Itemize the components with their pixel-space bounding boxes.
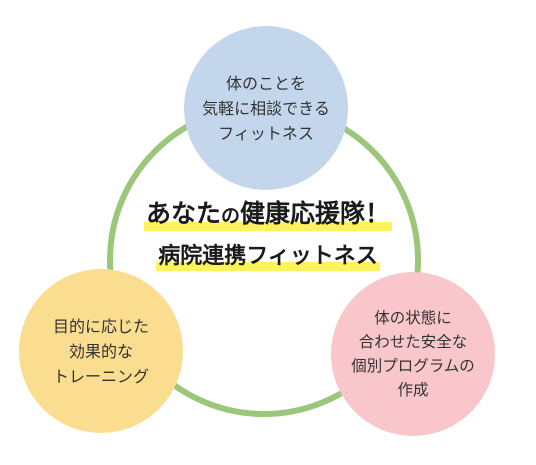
program-line-3: 個別プログラムの: [351, 357, 475, 375]
title-main-c: 健康応援隊！: [240, 199, 391, 228]
title-sub: 病院連携フィットネス: [156, 240, 380, 274]
consultation-line-2: 気軽に相談できる: [202, 98, 330, 118]
center-title: あなたの健康応援隊！ 病院連携フィットネス: [100, 196, 436, 274]
title-main-a: あなた: [145, 199, 221, 228]
training-line-1: 目的に応じた: [52, 316, 149, 336]
training-line-3: トレーニング: [52, 366, 149, 386]
training-circle: 目的に応じた 効果的な トレーニング: [19, 269, 183, 433]
consultation-circle: 体のことを 気軽に相談できる フィットネス: [184, 26, 348, 190]
title-main-particle: の: [220, 205, 240, 227]
title-main: あなたの健康応援隊！: [143, 196, 393, 234]
program-circle: 体の状態に 合わせた安全な 個別プログラムの 作成: [331, 272, 495, 436]
program-line-1: 体の状態に: [374, 309, 452, 327]
consultation-line-3: フィットネス: [218, 123, 314, 143]
consultation-line-1: 体のことを: [225, 73, 306, 93]
training-line-2: 効果的な: [68, 341, 133, 361]
program-line-2: 合わせた安全な: [358, 333, 468, 351]
program-line-4: 作成: [397, 381, 429, 399]
